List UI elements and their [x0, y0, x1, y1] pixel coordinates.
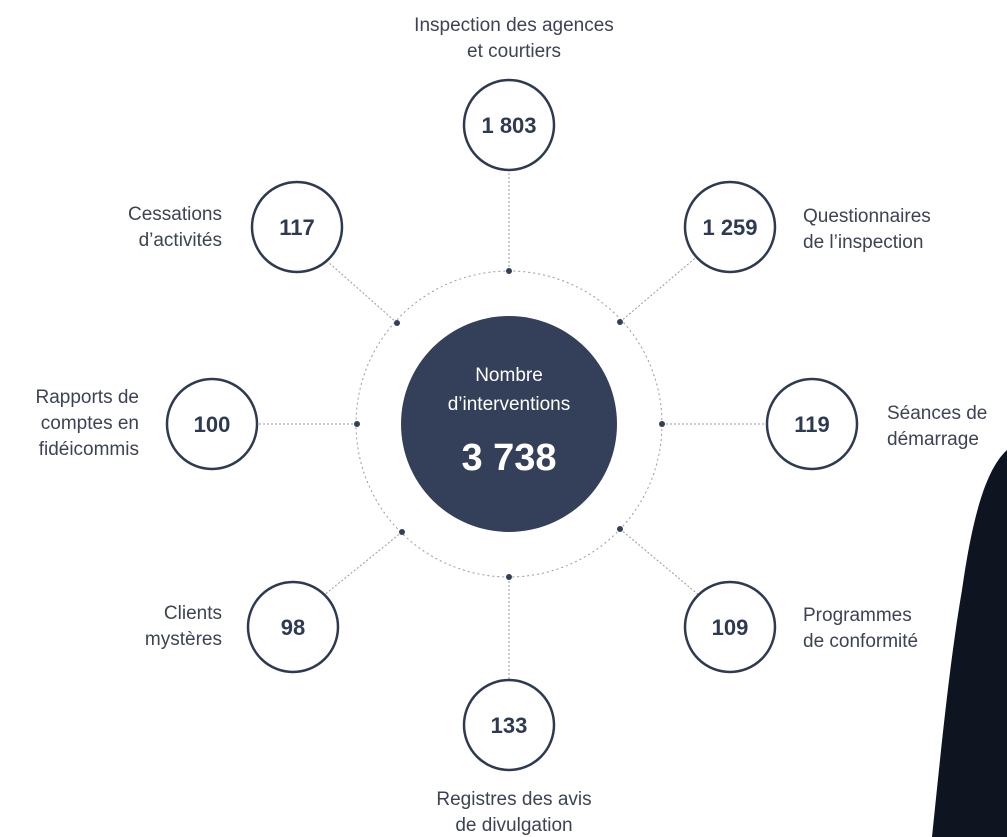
node-cessations: 117 Cessations d’activités: [128, 180, 344, 274]
node-circle: [683, 180, 777, 274]
ring-dot: [617, 319, 623, 325]
node-circle: [462, 678, 556, 772]
node-label-line: Rapports de: [35, 387, 139, 408]
node-label-line: comptes en: [41, 413, 139, 434]
ring-dot: [506, 268, 512, 274]
ring-dot: [394, 320, 400, 326]
node-circle: [165, 377, 259, 471]
node-questionnaires: 1 259 Questionnaires de l’inspection: [683, 180, 931, 274]
node-label-line: Questionnaires: [803, 206, 931, 227]
node-circle: [246, 580, 340, 674]
center-label-line2: d’interventions: [448, 394, 571, 415]
center-total-value: 3 738: [461, 437, 556, 479]
background-photo-silhouette: [932, 450, 1007, 837]
node-label-line: de l’inspection: [803, 232, 923, 253]
ring-dot: [659, 421, 665, 427]
node-value: 1 803: [481, 113, 536, 138]
node-value: 133: [491, 713, 528, 738]
ring-dot: [354, 421, 360, 427]
connector-questionnaires: [619, 253, 701, 323]
connector-cessations: [327, 261, 398, 324]
connector-clients-mysteres: [322, 531, 403, 597]
node-rapports: 100 Rapports de comptes en fidéicommis: [35, 377, 259, 471]
node-label-line: de divulgation: [455, 815, 572, 836]
node-circle: [462, 78, 556, 172]
ring-dot: [506, 574, 512, 580]
ring-dot: [617, 526, 623, 532]
node-label-line: d’activités: [139, 230, 222, 251]
node-label-line: Registres des avis: [436, 789, 591, 810]
node-circle: [765, 377, 859, 471]
node-registres: 133 Registres des avis de divulgation: [436, 678, 592, 836]
node-label-line: démarrage: [887, 429, 979, 450]
node-label-line: et courtiers: [467, 41, 561, 62]
node-label-line: Cessations: [128, 204, 222, 225]
connector-programmes: [619, 528, 701, 597]
node-label-line: Programmes: [803, 605, 912, 626]
node-circle: [250, 180, 344, 274]
node-label-line: Séances de: [887, 403, 987, 424]
node-label-line: mystères: [145, 629, 222, 650]
node-clients-mysteres: 98 Clients mystères: [145, 580, 340, 674]
ring-dots: [354, 268, 665, 580]
node-value: 119: [794, 412, 830, 437]
node-label-line: fidéicommis: [39, 439, 139, 460]
node-programmes: 109 Programmes de conformité: [683, 580, 918, 674]
center-circle: [401, 316, 617, 532]
node-value: 1 259: [702, 215, 757, 240]
ring-dot: [399, 529, 405, 535]
node-inspection-agences: 1 803 Inspection des agences et courtier…: [414, 15, 614, 172]
node-circle: [683, 580, 777, 674]
node-value: 100: [194, 412, 231, 437]
node-label-line: Inspection des agences: [414, 15, 614, 36]
node-value: 117: [279, 215, 315, 240]
node-label-line: Clients: [164, 603, 222, 624]
node-label-line: de conformité: [803, 631, 918, 652]
node-value: 98: [281, 615, 305, 640]
center-label-line1: Nombre: [475, 365, 543, 386]
connectors: [257, 171, 767, 680]
node-value: 109: [712, 615, 749, 640]
node-seances: 119 Séances de démarrage: [765, 377, 987, 471]
